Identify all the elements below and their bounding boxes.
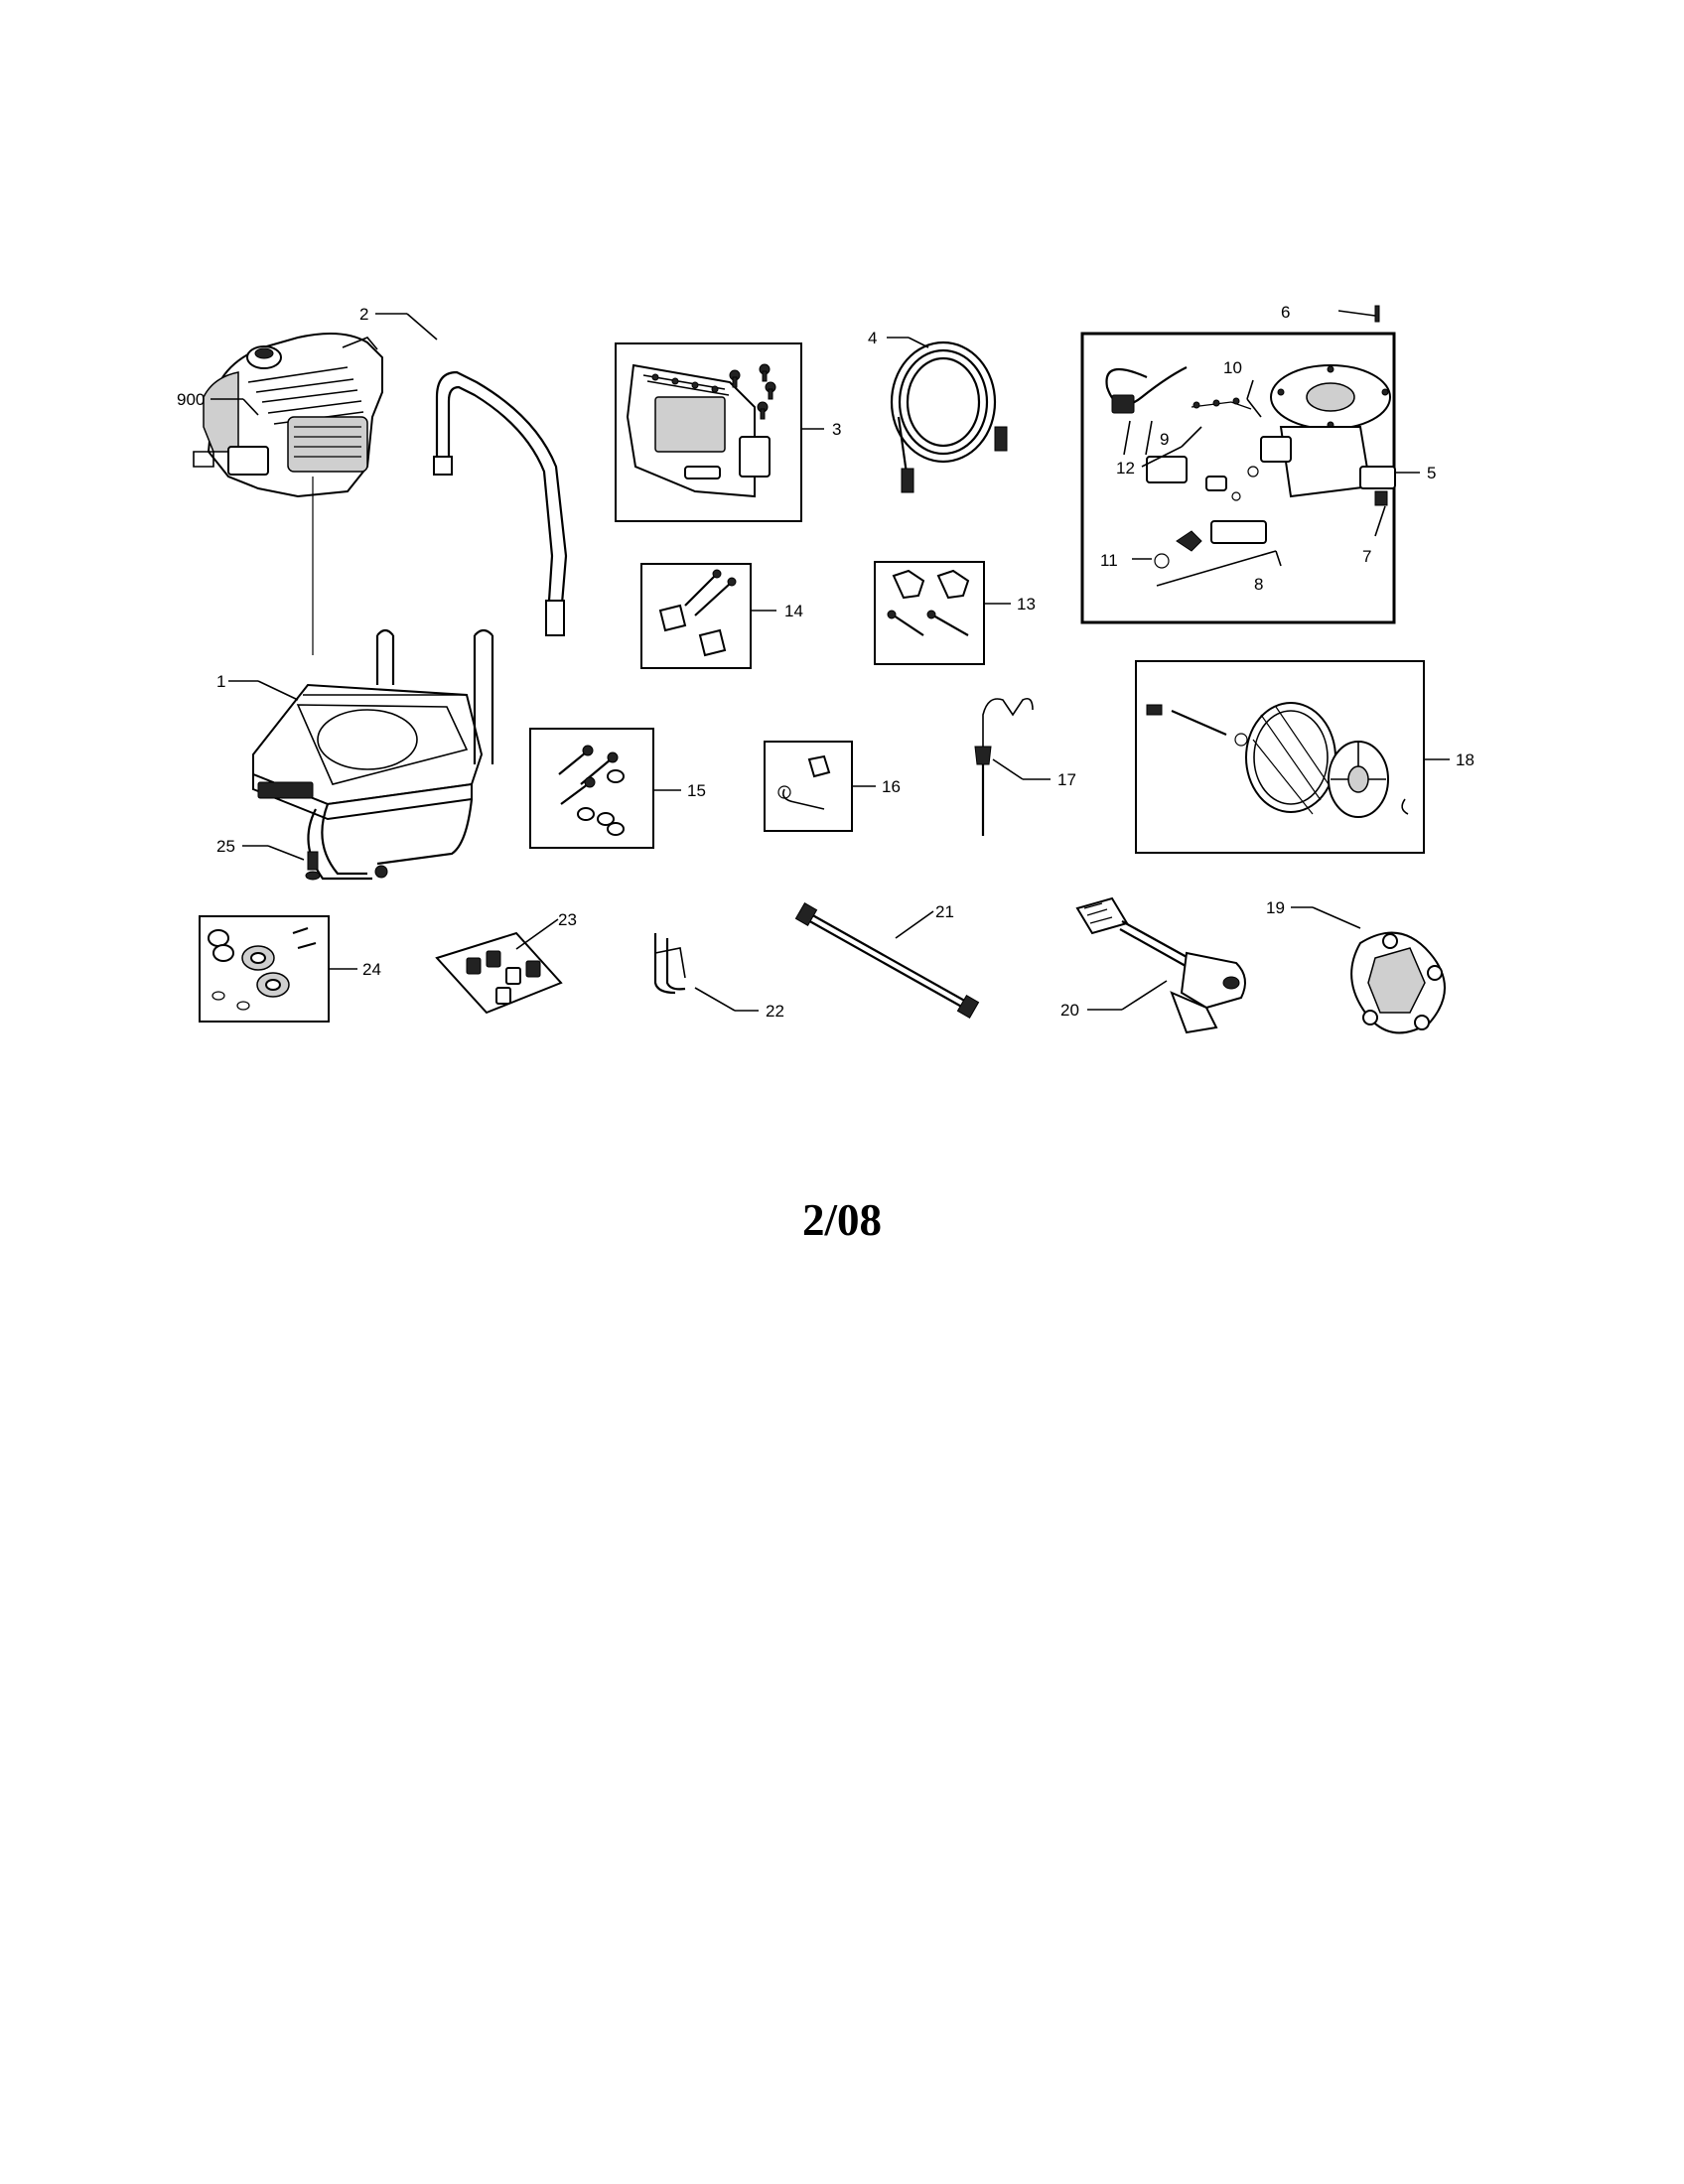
callout-17: 17 (1057, 770, 1076, 789)
bolt-kit-box-14 (640, 563, 752, 669)
wheel-kit-box-18 (1135, 660, 1425, 854)
knob-kit-box-13 (874, 561, 985, 665)
hose-4 (890, 341, 1008, 493)
hardware-15 (558, 745, 625, 836)
spray-gun-20 (1075, 896, 1246, 1034)
callout-12: 12 (1116, 459, 1135, 478)
panel-3 (626, 363, 776, 498)
callout-8: 8 (1254, 575, 1263, 594)
bolt-kit-box-15 (529, 728, 654, 849)
frame-1 (252, 628, 494, 881)
callout-900: 900 (177, 390, 205, 409)
callout-9: 9 (1160, 430, 1169, 449)
callout-24: 24 (362, 960, 381, 979)
hardware-14 (658, 569, 737, 657)
wand-21 (794, 902, 980, 1019)
callout-25: 25 (216, 837, 235, 856)
callout-18: 18 (1456, 751, 1474, 769)
callout-22: 22 (766, 1002, 784, 1021)
holder-22 (653, 933, 686, 995)
wheel-18 (1146, 702, 1409, 818)
callout-1: 1 (216, 672, 225, 691)
callout-23: 23 (558, 910, 577, 929)
bolt-25 (305, 851, 321, 881)
callout-20: 20 (1060, 1001, 1079, 1020)
callout-14: 14 (784, 602, 803, 620)
callout-21: 21 (935, 902, 954, 921)
callout-19: 19 (1266, 898, 1285, 917)
date-code: 2/08 (801, 1195, 882, 1245)
callout-10: 10 (1223, 358, 1242, 377)
pin-kit-box-16 (764, 741, 853, 832)
panel-kit-box (615, 342, 802, 522)
siphon-17 (974, 697, 1034, 836)
callout-7: 7 (1362, 547, 1371, 566)
callout-11: 11 (1100, 551, 1118, 570)
hardware-13 (887, 569, 970, 636)
callout-6: 6 (1281, 303, 1290, 322)
callout-5: 5 (1427, 464, 1436, 482)
callout-3: 3 (832, 420, 841, 439)
pump-5 (1105, 364, 1396, 569)
callout-15: 15 (687, 781, 706, 800)
callout-2: 2 (359, 305, 368, 324)
callout-16: 16 (882, 777, 901, 796)
callout-13: 13 (1017, 595, 1036, 614)
handle-2 (433, 370, 568, 636)
engine-900 (193, 333, 383, 655)
hose-reel-19 (1350, 931, 1446, 1034)
callout-4: 4 (868, 329, 877, 347)
hardware-16 (777, 754, 831, 810)
nozzles-23 (435, 931, 563, 1015)
hardware-24 (208, 926, 317, 1011)
